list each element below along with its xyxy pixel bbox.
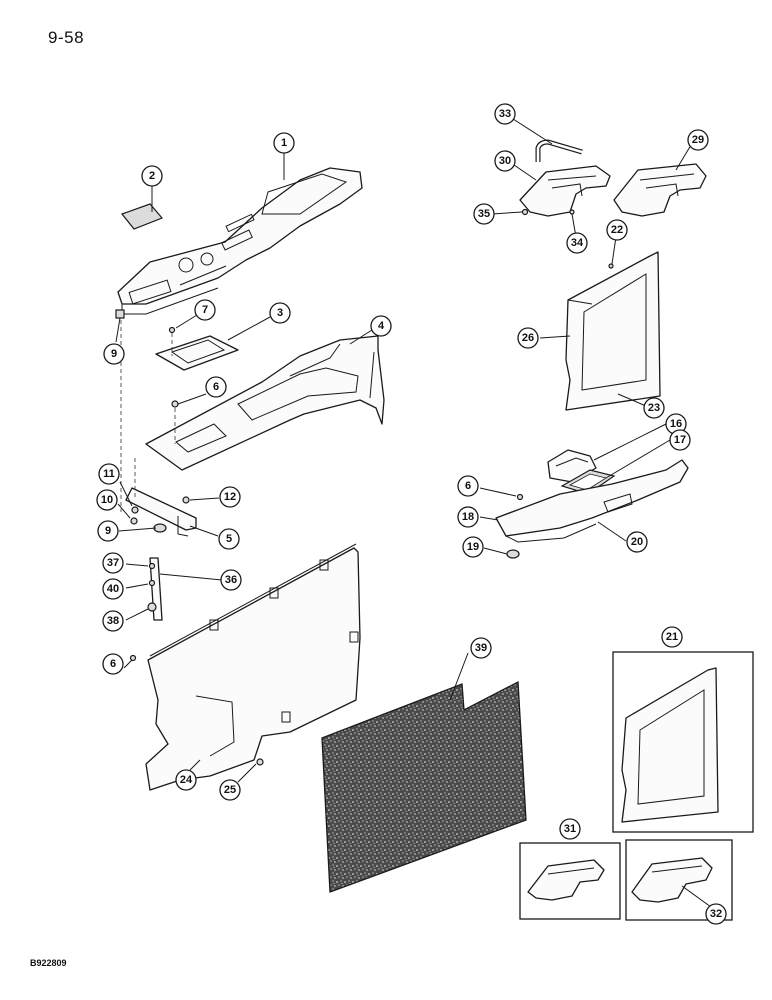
callout-1: 1	[273, 132, 295, 154]
callout-17: 17	[669, 429, 691, 451]
svg-text:18: 18	[462, 511, 474, 523]
callout-19: 19	[462, 536, 484, 558]
svg-text:40: 40	[107, 583, 119, 595]
shift-rod	[535, 139, 583, 162]
callout-35: 35	[473, 203, 495, 225]
svg-text:29: 29	[692, 134, 704, 146]
callout-6c: 6	[102, 653, 124, 675]
svg-text:23: 23	[648, 402, 660, 414]
callout-29: 29	[687, 129, 709, 151]
insulation-pad	[321, 680, 527, 893]
callout-10: 10	[96, 489, 118, 511]
callout-5: 5	[218, 528, 240, 550]
fasteners-right	[506, 208, 614, 559]
assembly-lines	[120, 320, 176, 512]
svg-text:4: 4	[378, 320, 385, 332]
shift-boot-alt	[613, 163, 707, 217]
callout-30: 30	[494, 150, 516, 172]
svg-text:6: 6	[465, 480, 471, 492]
callout-21: 21	[661, 626, 683, 648]
callout-37: 37	[102, 552, 124, 574]
callout-26: 26	[517, 327, 539, 349]
fasteners-left	[115, 309, 264, 766]
page-number: 9-58	[48, 28, 85, 47]
svg-text:11: 11	[103, 468, 115, 480]
rear-panel	[565, 251, 661, 411]
svg-text:36: 36	[225, 574, 237, 586]
callout-31: 31	[559, 818, 581, 840]
callout-6b: 6	[457, 475, 479, 497]
callout-18: 18	[457, 506, 479, 528]
callout-38: 38	[102, 610, 124, 632]
svg-text:39: 39	[475, 642, 487, 654]
svg-text:7: 7	[202, 304, 208, 316]
figure-code: B922809	[30, 958, 67, 968]
callout-9b: 9	[97, 520, 119, 542]
svg-text:16: 16	[670, 418, 682, 430]
shift-boot	[519, 165, 611, 217]
svg-text:35: 35	[478, 208, 490, 220]
svg-text:6: 6	[213, 381, 219, 393]
leader-lines	[115, 116, 712, 908]
trim-strip	[495, 459, 689, 543]
callout-12: 12	[219, 486, 241, 508]
svg-text:9: 9	[105, 525, 111, 537]
svg-text:20: 20	[631, 536, 643, 548]
svg-text:22: 22	[611, 224, 623, 236]
callout-33: 33	[494, 103, 516, 125]
svg-text:30: 30	[499, 155, 511, 167]
callout-34: 34	[566, 232, 588, 254]
svg-text:1: 1	[281, 137, 287, 149]
svg-text:34: 34	[571, 237, 584, 249]
svg-text:37: 37	[107, 557, 119, 569]
callout-40: 40	[102, 578, 124, 600]
callout-11: 11	[98, 463, 120, 485]
inset-frame-21	[612, 651, 754, 833]
callout-6a: 6	[205, 376, 227, 398]
callout-23: 23	[643, 397, 665, 419]
inset-frame-31	[519, 842, 621, 920]
svg-text:24: 24	[180, 774, 193, 786]
svg-text:10: 10	[101, 494, 113, 506]
callout-7: 7	[194, 299, 216, 321]
callout-9a: 9	[103, 343, 125, 365]
svg-text:25: 25	[224, 784, 236, 796]
svg-text:5: 5	[226, 533, 232, 545]
callout-22: 22	[606, 219, 628, 241]
support-bracket	[125, 487, 197, 537]
callout-3: 3	[269, 302, 291, 324]
svg-text:19: 19	[467, 541, 479, 553]
svg-text:38: 38	[107, 615, 119, 627]
svg-text:3: 3	[277, 307, 283, 319]
callout-36: 36	[220, 569, 242, 591]
svg-text:32: 32	[710, 908, 722, 920]
cover-plate	[121, 203, 164, 230]
callout-20: 20	[626, 531, 648, 553]
callout-39: 39	[470, 637, 492, 659]
shift-bezel	[155, 335, 239, 371]
svg-text:26: 26	[522, 332, 534, 344]
callout-32: 32	[705, 903, 727, 925]
svg-text:9: 9	[111, 348, 117, 360]
svg-text:31: 31	[564, 823, 576, 835]
callout-4: 4	[370, 315, 392, 337]
callout-24: 24	[175, 769, 197, 791]
svg-text:12: 12	[224, 491, 236, 503]
svg-text:33: 33	[499, 108, 511, 120]
console-base	[145, 335, 385, 471]
svg-text:17: 17	[674, 434, 686, 446]
side-panel	[145, 543, 361, 791]
callout-2: 2	[141, 165, 163, 187]
svg-text:21: 21	[666, 631, 678, 643]
svg-text:2: 2	[149, 170, 155, 182]
callout-25: 25	[219, 779, 241, 801]
console-cover	[117, 167, 363, 315]
svg-text:6: 6	[110, 658, 116, 670]
